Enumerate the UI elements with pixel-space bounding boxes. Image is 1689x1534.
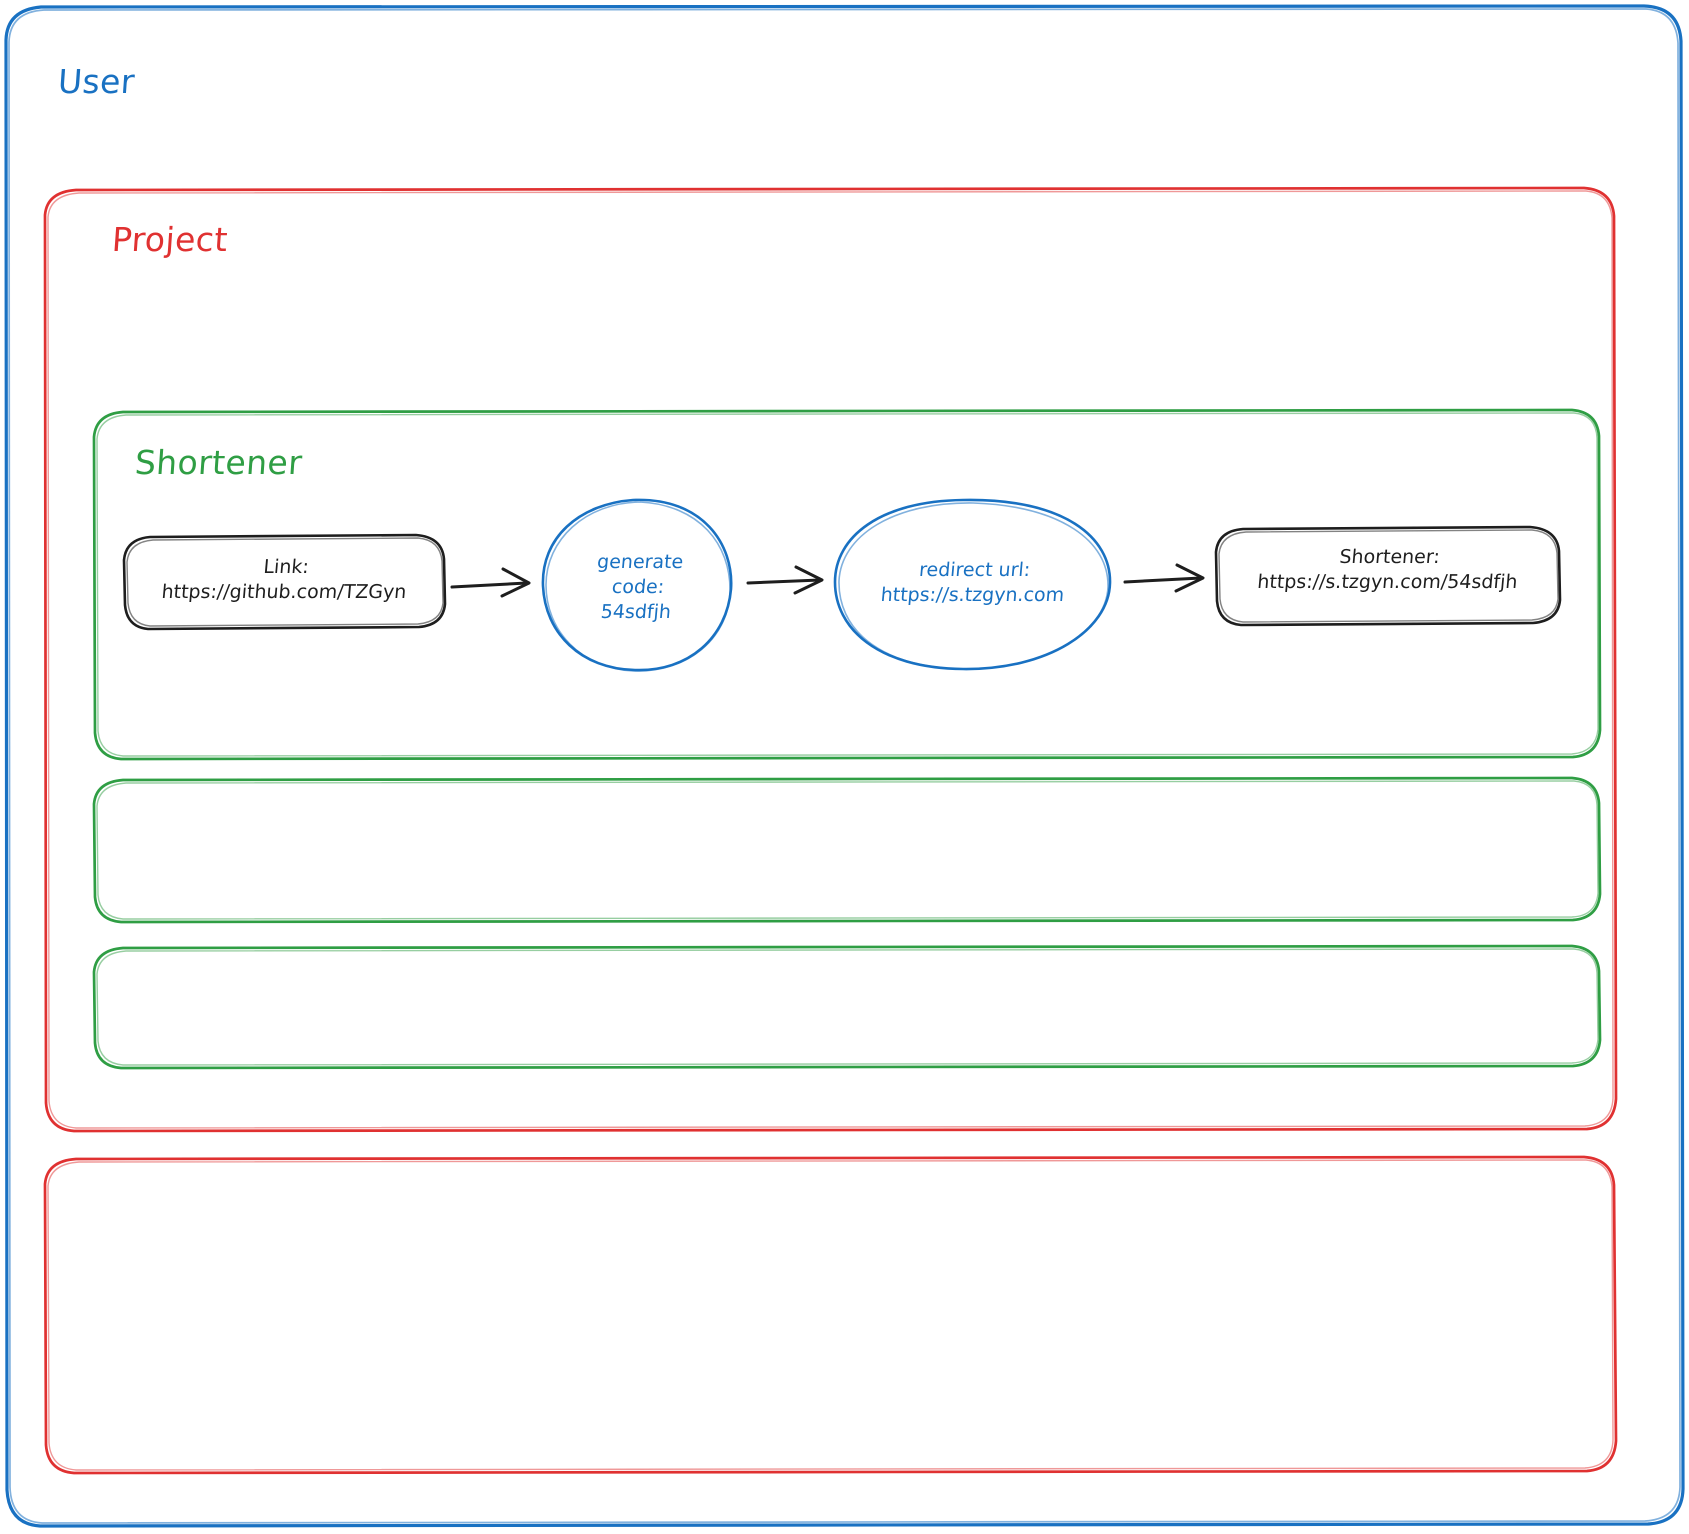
group-user-title: User [56,62,137,101]
arrow-2[interactable] [746,565,824,595]
node-generate-code[interactable] [541,497,733,673]
group-green-empty-2-border[interactable] [92,944,1602,1070]
group-green-empty-1-border[interactable] [92,776,1602,924]
group-project-title: Project [110,220,230,259]
arrow-3[interactable] [1123,563,1205,593]
group-shortener-title: Shortener [133,443,304,482]
arrow-1[interactable] [450,567,531,598]
node-shortener[interactable] [1216,527,1561,625]
group-user-border[interactable] [4,4,1685,1528]
node-redirect-url[interactable] [835,498,1112,671]
group-project-border[interactable] [43,186,1618,1133]
node-link[interactable] [124,535,446,630]
group-red-empty-1-border[interactable] [43,1155,1618,1475]
